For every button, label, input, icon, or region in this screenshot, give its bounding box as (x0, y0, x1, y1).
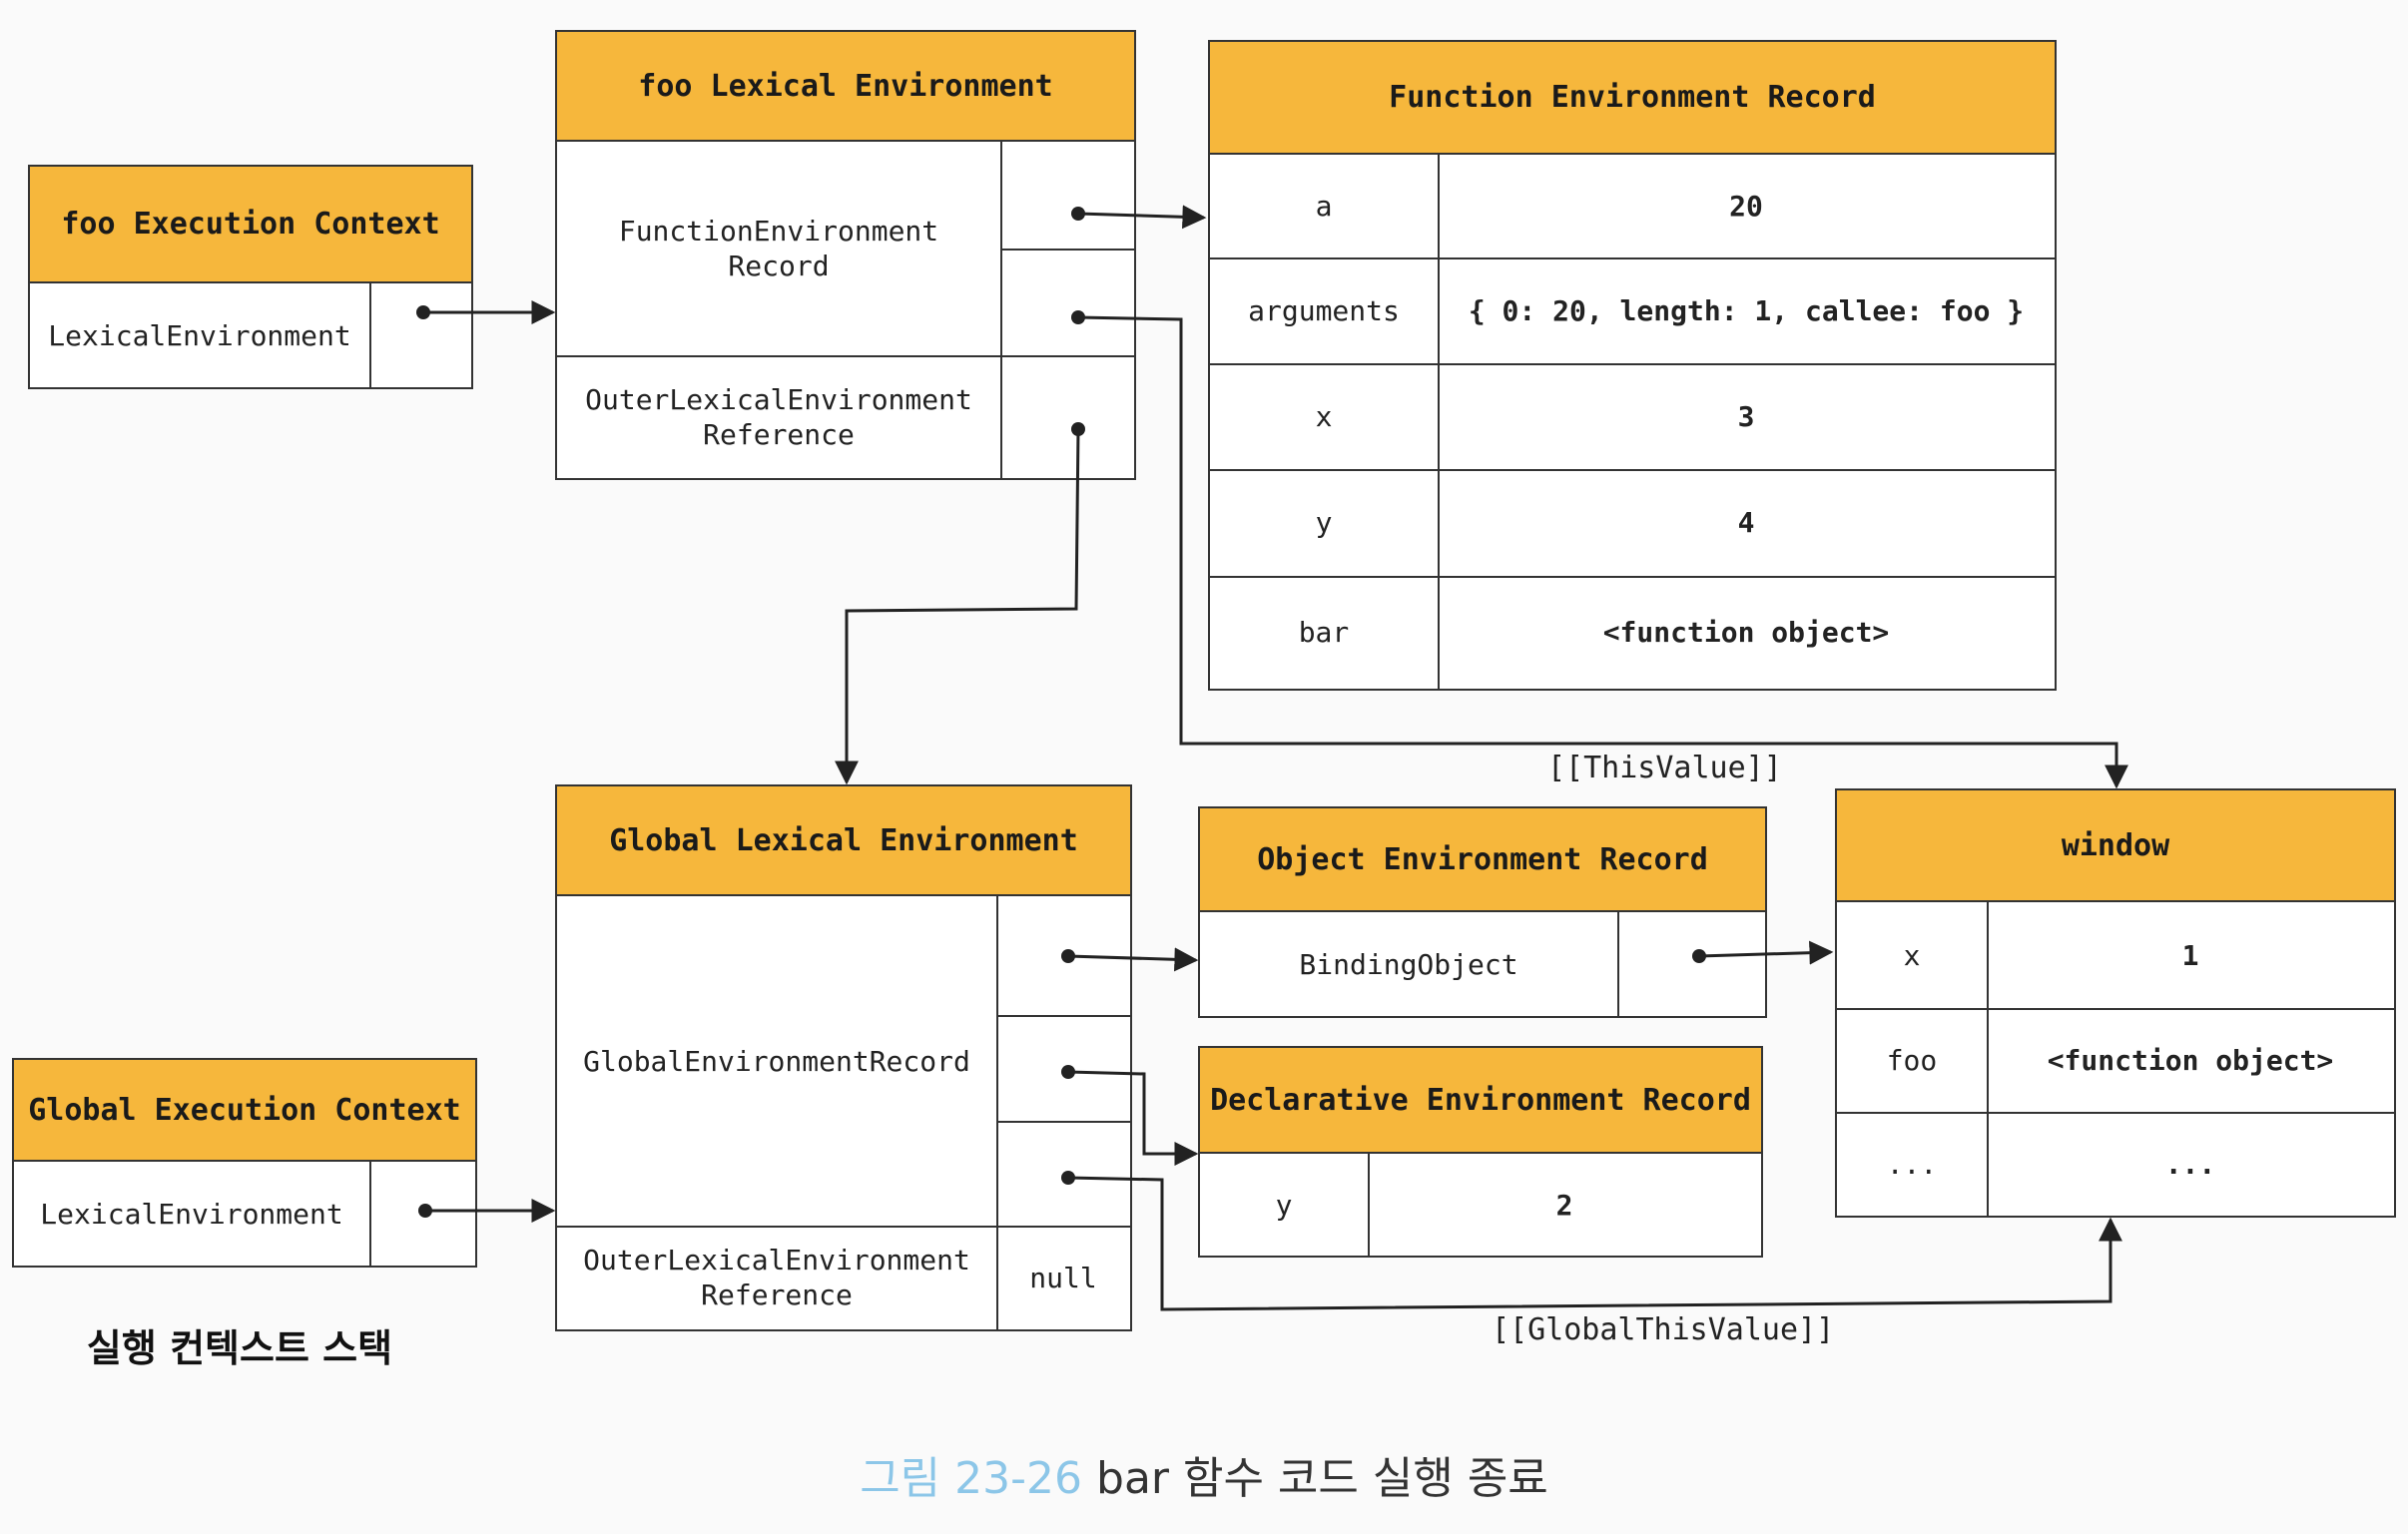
global-this-value-label: [[GlobalThisValue]] (1492, 1312, 1835, 1347)
foo-outer-reference-label: OuterLexicalEnvironment Reference (585, 382, 972, 451)
pointer-dot (1071, 207, 1085, 221)
pointer-dot (1071, 422, 1085, 436)
fer-row-value: 20 (1729, 190, 1763, 223)
figure-number: 그림 23-26 (860, 1453, 1083, 1504)
fer-row-name: a (1315, 190, 1333, 223)
fer-row-value: 4 (1737, 506, 1755, 539)
window-title: window (1837, 790, 2394, 902)
foo-lexical-environment: foo Lexical Environment FunctionEnvironm… (555, 30, 1136, 480)
fer-row-name: arguments (1248, 293, 1400, 327)
arrow-global-to-oer (1067, 947, 1199, 972)
foo-execution-context-title: foo Execution Context (30, 167, 471, 283)
pointer-dot (1071, 310, 1085, 324)
binding-object-label: BindingObject (1299, 947, 1518, 981)
pointer-dot (1692, 949, 1706, 963)
fer-row-value: 3 (1737, 399, 1755, 433)
foo-execution-context: foo Execution Context LexicalEnvironment (28, 165, 473, 389)
declarative-environment-record: Declarative Environment Record y 2 (1198, 1046, 1763, 1258)
global-outer-reference-label: OuterLexicalEnvironment Reference (583, 1244, 970, 1311)
foo-lexical-environment-title: foo Lexical Environment (557, 32, 1134, 142)
pointer-dot (416, 305, 430, 319)
pointer-dot (1061, 949, 1075, 963)
pointer-dot (418, 1204, 432, 1218)
window-row-name: ... (1886, 1147, 1938, 1181)
figure-caption: 그림 23-26 bar 함수 코드 실행 종료 (0, 1442, 2408, 1506)
window-row-name: x (1903, 938, 1921, 972)
fer-row-value: <function object> (1602, 616, 1890, 649)
object-environment-record: Object Environment Record BindingObject (1198, 806, 1767, 1018)
global-lexical-environment: Global Lexical Environment GlobalEnviron… (555, 784, 1132, 1331)
der-row-name: y (1275, 1188, 1293, 1222)
function-environment-record: Function Environment Record a 20 argumen… (1208, 40, 2057, 691)
this-value-label: [[ThisValue]] (1547, 751, 1782, 785)
arrow-global-this-value (1067, 1176, 2122, 1311)
figure-caption-text: bar 함수 코드 실행 종료 (1096, 1453, 1548, 1504)
window-row-value: 1 (2181, 938, 2199, 972)
global-execution-context: Global Execution Context LexicalEnvironm… (12, 1058, 477, 1268)
function-environment-record-label: FunctionEnvironment Record (618, 215, 939, 282)
der-row-value: 2 (1555, 1188, 1573, 1222)
arrow-foo-record-to-fer (1077, 205, 1207, 230)
fer-row-name: y (1315, 506, 1333, 539)
window-row-value: <function object> (2047, 1043, 2334, 1077)
declarative-environment-record-title: Declarative Environment Record (1200, 1048, 1761, 1154)
fer-row-name: x (1315, 399, 1333, 433)
fer-row-value: { 0: 20, length: 1, callee: foo } (1468, 293, 2025, 327)
function-environment-record-title: Function Environment Record (1210, 42, 2055, 155)
global-environment-record-label: GlobalEnvironmentRecord (583, 1044, 970, 1078)
window-object: window x 1 foo <function object> ... ... (1835, 788, 2396, 1218)
arrow-this-value (1077, 315, 2128, 789)
pointer-dot (1061, 1065, 1075, 1079)
global-lexical-environment-title: Global Lexical Environment (557, 786, 1130, 896)
arrow-binding-object-to-window (1698, 940, 1834, 965)
global-ec-lexical-environment-label: LexicalEnvironment (40, 1197, 343, 1231)
arrow-foo-outer-to-global-le (835, 428, 1080, 785)
pointer-dot (1061, 1171, 1075, 1185)
global-execution-context-title: Global Execution Context (14, 1060, 475, 1162)
window-row-value: ... (2164, 1147, 2216, 1181)
object-environment-record-title: Object Environment Record (1200, 808, 1765, 912)
arrow-global-to-der (1067, 1070, 1199, 1166)
foo-ec-lexical-environment-label: LexicalEnvironment (48, 318, 351, 352)
execution-context-stack-label: 실행 컨텍스트 스택 (86, 1326, 393, 1370)
window-row-name: foo (1886, 1043, 1938, 1077)
global-outer-reference-value: null (1029, 1261, 1097, 1294)
fer-row-name: bar (1298, 616, 1350, 649)
